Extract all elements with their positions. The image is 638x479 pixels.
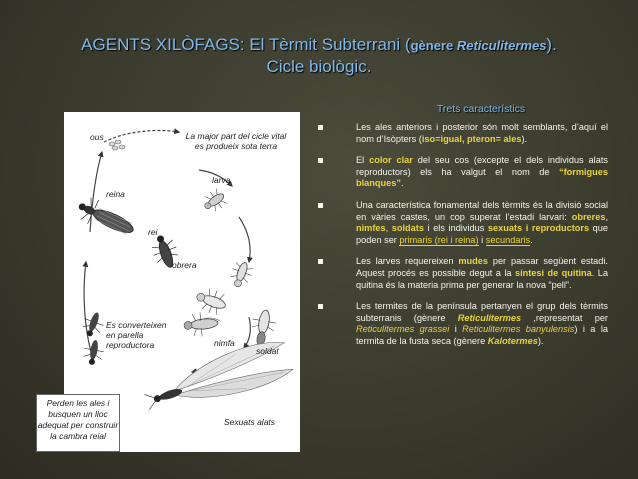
label-queen: reina <box>106 189 125 199</box>
label-worker: obrera <box>172 260 197 270</box>
trait-item-species: Les termites de la península pertanyen e… <box>316 301 608 347</box>
label-king: rei <box>148 227 158 237</box>
label-larva: larva <box>212 175 231 185</box>
title-line-1: AGENTS XILÒFAGS: El Tèrmit Subterrani (g… <box>81 35 557 54</box>
label-become-pair: Es converteixen en parella reproductora <box>106 320 167 350</box>
trait-item-castes: Una característica fonamental dels tèrmi… <box>316 200 608 246</box>
trait-item-wings: Les ales anteriors i posterior són molt … <box>316 122 608 145</box>
life-cycle-drawing <box>78 128 294 410</box>
title-line-2: Cicle biològic. <box>266 57 372 76</box>
label-soldier: soldat <box>256 346 279 356</box>
label-life-underground: La major part del cicle vital es produei… <box>185 131 287 151</box>
larva-icon <box>204 188 228 212</box>
label-winged-sexuals: Sexuats alats <box>224 417 276 427</box>
label-nymph: nimfa <box>214 338 235 348</box>
reproductive-pair-icon <box>82 312 104 365</box>
trait-item-color: El color clar del seu cos (excepte el de… <box>316 155 608 190</box>
trait-item-molts: Les larves requereixen mudes per passar … <box>316 256 608 291</box>
slide-title: AGENTS XILÒFAGS: El Tèrmit Subterrani (g… <box>0 34 638 77</box>
eggs-icon <box>108 139 126 151</box>
callout-lose-wings: Perden les ales i busquen un lloc adequa… <box>36 394 120 452</box>
bullet-icon <box>318 158 323 164</box>
king-termite-icon <box>151 235 179 268</box>
bullet-icon <box>318 304 323 310</box>
traits-list: Les ales anteriors i posterior són molt … <box>316 122 608 358</box>
worker-termite-icon <box>196 288 226 315</box>
queen-termite-icon <box>78 197 134 235</box>
bullet-icon <box>318 259 323 265</box>
bullet-icon <box>318 202 323 208</box>
label-eggs: ous <box>90 132 104 142</box>
worker-termite-icon-2 <box>230 262 253 288</box>
traits-heading: Trets característics <box>436 103 526 115</box>
bullet-icon <box>318 125 323 130</box>
nymph-termite-icon <box>183 312 220 337</box>
winged-alate-icon <box>144 341 294 410</box>
